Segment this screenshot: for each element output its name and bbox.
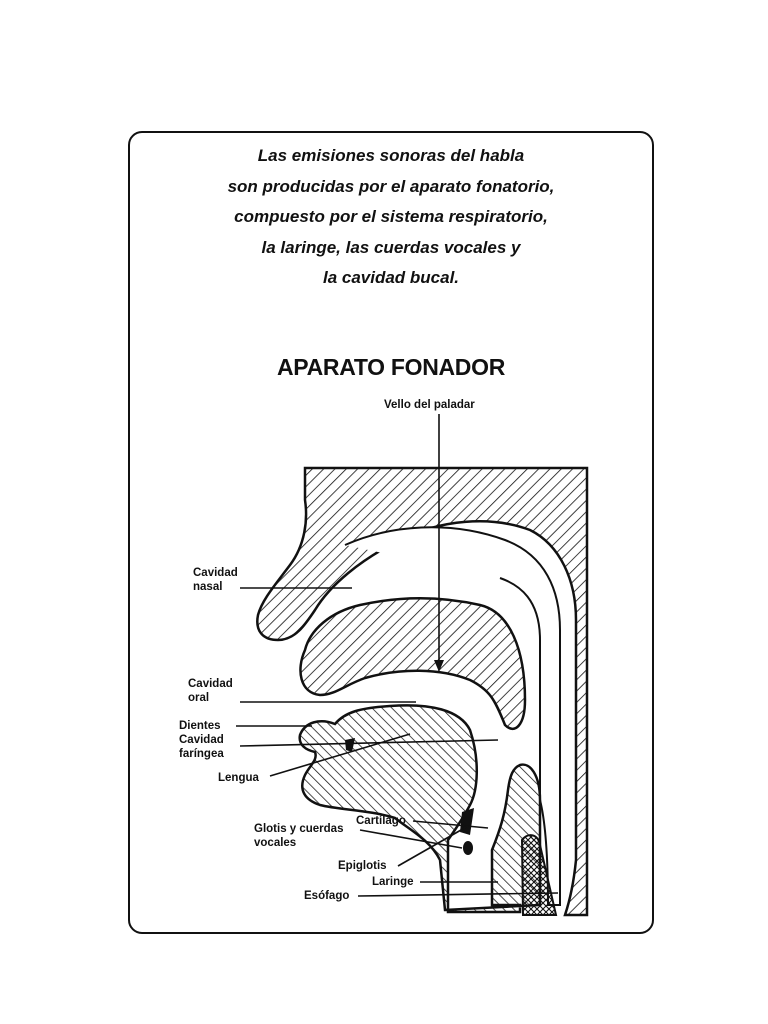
leader-glotis <box>359 829 463 849</box>
leader-cartilago <box>412 820 489 829</box>
esophagus <box>520 834 558 916</box>
intro-text: Las emisiones sonoras del habla son prod… <box>128 141 654 294</box>
label-glotis-line-1: Glotis y cuerdas <box>254 823 344 835</box>
label-cavidad-oral-line-1: Cavidad <box>188 678 233 690</box>
leader-lines <box>236 587 559 897</box>
label-cavidad-nasal: Cavidad nasal <box>193 566 238 594</box>
label-epiglotis: Epiglotis <box>338 860 387 872</box>
tooth-shape <box>345 738 355 752</box>
label-glotis-line-2: vocales <box>254 837 297 849</box>
palate-region <box>299 597 527 731</box>
vello-arrow-head <box>434 660 444 672</box>
label-cavidad-nasal-line-1: Cavidad <box>193 567 238 579</box>
leader-esofago <box>357 892 559 897</box>
cartilage-shape <box>460 808 474 835</box>
tongue-region <box>298 704 542 914</box>
intro-line-4: la laringe, las cuerdas vocales y <box>261 237 521 257</box>
glottis-shape <box>463 841 473 855</box>
intro-line-3: compuesto por el sistema respiratorio, <box>234 207 548 226</box>
intro-line-2: son producidas por el aparato fonatorio, <box>227 176 555 196</box>
label-glotis: Glotis y cuerdas vocales <box>254 822 343 850</box>
content-card <box>128 131 654 934</box>
skull-region <box>256 466 589 917</box>
label-cavidad-oral-line-2: oral <box>188 692 210 704</box>
label-cavidad-nasal-line-2: nasal <box>193 581 223 593</box>
airway <box>344 526 561 906</box>
leader-epiglotis <box>397 825 469 867</box>
leader-lengua <box>269 733 411 777</box>
label-cavidad-faringea-line-1: Cavidad <box>179 734 224 746</box>
diagram-title: APARATO FONADOR <box>276 354 506 380</box>
label-laringe: Laringe <box>372 876 414 888</box>
label-cavidad-faringea-line-2: faríngea <box>179 748 224 760</box>
label-cavidad-faringea: Cavidad faríngea <box>179 733 224 761</box>
intro-line-1: Las emisiones sonoras del habla <box>257 146 525 165</box>
intro-line-5: la cavidad bucal. <box>322 268 460 287</box>
label-cartilago: Cartílago <box>356 815 406 827</box>
label-dientes: Dientes <box>179 720 221 732</box>
leader-cavidad-faringea <box>239 739 499 747</box>
label-vello-paladar: Vello del paladar <box>384 399 475 411</box>
label-esofago: Esófago <box>304 890 350 902</box>
label-lengua: Lengua <box>218 772 259 784</box>
label-cavidad-oral: Cavidad oral <box>188 677 233 705</box>
